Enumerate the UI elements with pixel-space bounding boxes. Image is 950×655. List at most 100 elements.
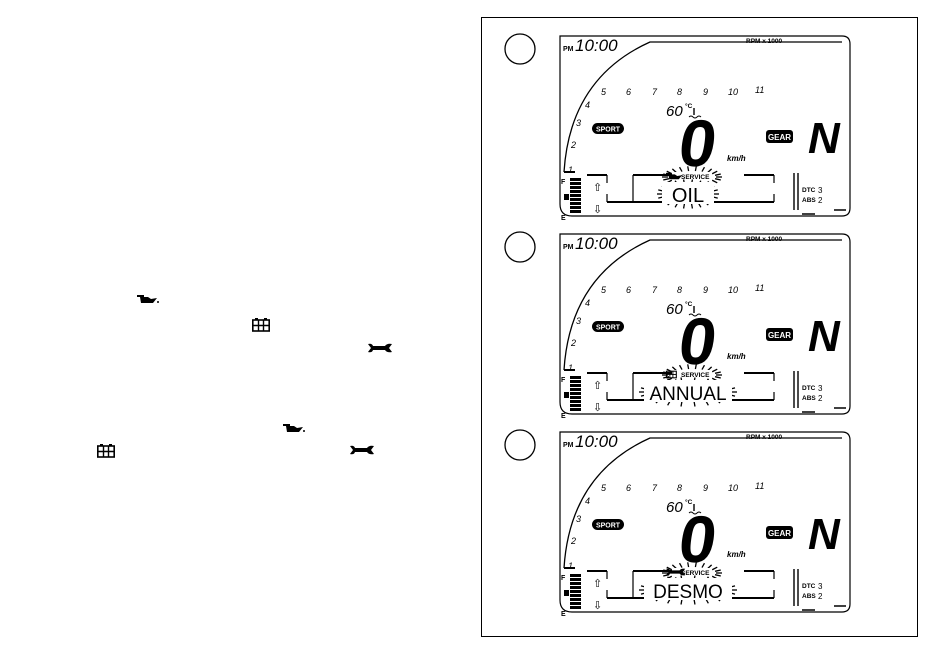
temperature-value: 60 [666,103,683,120]
blink-ray [701,364,706,370]
blink-ray [663,173,670,176]
rpm-label: RPM x 1000 [746,38,783,45]
blink-ray [707,366,713,371]
rpm-tick-label: 10 [728,483,738,493]
gear-label: GEAR [768,133,791,142]
rpm-tick-label: 11 [755,481,764,491]
battery-icon [97,444,115,458]
lcd-outline [559,431,851,613]
lcd-outline [559,233,851,415]
gear-badge [766,526,793,539]
fuel-empty-label: E [561,611,566,618]
fuel-pump-icon [564,590,569,596]
service-message [639,377,737,407]
dtc-label: DTC [802,187,816,194]
blink-ray [714,376,721,379]
rpm-tick-label: 10 [728,87,738,97]
rpm-tick-label: 2 [570,338,576,348]
battery-icon [665,370,677,379]
blink-ray [671,564,677,569]
rpm-tick-label: 6 [626,285,631,295]
riding-mode-label: SPORT [596,523,621,530]
blink-ray [711,170,718,175]
rpm-tick-label: 10 [728,285,738,295]
blink-ray [711,368,718,373]
status-panel-segment [802,209,846,215]
blink-ray [711,566,718,571]
fuel-full-label: F [561,377,566,384]
gear-value: N [808,510,841,559]
service-message-text: ANNUAL [649,384,726,405]
blink-ray [711,179,718,184]
rpm-tick-label: 1 [568,363,573,373]
rpm-tick-label: 1 [568,561,573,571]
abs-label: ABS [802,395,816,402]
rpm-tick-label: 7 [652,483,658,493]
clock-display: 10:00 [575,234,618,253]
blink-ray [663,178,670,181]
step-circle [504,231,536,263]
gear-value: N [808,114,841,163]
blink-ray [687,364,690,370]
blink-ray [678,166,683,172]
up-arrow-icon: ⇧ [593,182,602,194]
gear-badge [766,130,793,143]
rpm-arc [563,437,842,569]
oil-can-icon [666,172,682,180]
abs-value: 2 [818,394,823,403]
blink-ray [701,562,706,568]
wrench-icon [666,568,686,576]
abs-value: 2 [818,196,823,205]
abs-label: ABS [802,197,816,204]
rpm-tick-label: 4 [585,496,590,506]
dtc-value: 3 [818,582,823,591]
service-message [639,575,737,605]
rpm-tick-label: 4 [585,100,590,110]
rpm-tick-label: 7 [652,285,658,295]
fuel-full-label: F [561,179,566,186]
blink-ray [678,562,683,568]
rpm-tick-label: 5 [601,285,607,295]
service-message-text: OIL [672,185,704,207]
service-label: SERVICE [681,372,710,379]
blink-ray [707,564,713,569]
clock-display: 10:00 [575,36,618,55]
coolant-temp-icon [688,504,702,515]
speed-unit: km/h [727,154,746,163]
temperature-unit: °C [685,300,693,308]
gear-label: GEAR [768,331,791,340]
speed-unit: km/h [727,352,746,361]
blink-ray [687,562,690,568]
gear-value: N [808,312,841,361]
dtc-value: 3 [818,186,823,195]
down-arrow-icon: ⇩ [593,402,602,414]
dtc-label: DTC [802,583,816,590]
riding-mode-badge [592,321,624,332]
fuel-pump-icon [564,194,569,200]
riding-mode-label: SPORT [596,325,621,332]
rpm-tick-label: 8 [677,285,682,295]
step-circle [504,33,536,65]
status-panel-segment [802,407,846,413]
riding-mode-badge [592,519,624,530]
temperature-value: 60 [666,499,683,516]
rpm-tick-label: 3 [576,514,581,524]
lcd-outline [559,35,851,217]
status-panel-border [793,173,799,210]
rpm-tick-label: 6 [626,87,631,97]
gear-label: GEAR [768,529,791,538]
fuel-pump-icon [564,392,569,398]
fuel-empty-label: E [561,413,566,420]
rpm-tick-label: 5 [601,483,607,493]
up-arrow-icon: ⇧ [593,578,602,590]
blink-ray [714,569,721,572]
abs-value: 2 [818,592,823,601]
rpm-label: RPM x 1000 [746,434,783,441]
rpm-tick-label: 2 [570,140,576,150]
blink-ray [707,168,713,173]
gear-badge [766,328,793,341]
